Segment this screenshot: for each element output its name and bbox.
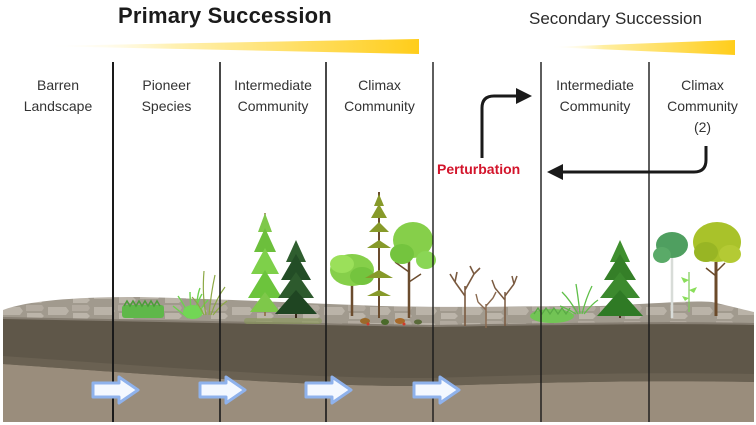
stage-label-climax-community-2: Climax Community (2) xyxy=(649,75,756,138)
stage-label-line: Community xyxy=(237,98,309,114)
stage-label-pioneer-species: Pioneer Species xyxy=(113,75,220,117)
stage-label-line: Barren xyxy=(36,77,80,93)
climax-2-to-perturbation-arrow xyxy=(547,146,708,180)
stage-label-climax-community: Climax Community xyxy=(326,75,433,117)
ground-litter xyxy=(244,318,322,324)
stage-label-line: Community xyxy=(559,98,631,114)
stage-label-line: Landscape xyxy=(23,98,93,114)
bare-tree xyxy=(491,275,518,326)
stage-label-line: Species xyxy=(141,98,192,114)
stage-label-line: Climax xyxy=(681,77,724,93)
perturbation-to-intermediate-arrow xyxy=(480,88,532,158)
progress-arrow-2 xyxy=(198,375,247,405)
progress-arrows xyxy=(91,375,461,405)
secondary-succession-title: Secondary Succession xyxy=(529,9,702,28)
stage-label-secondary-intermediate-community: Intermediate Community xyxy=(541,75,649,117)
deciduous-tree xyxy=(330,254,374,316)
conifer xyxy=(597,240,643,318)
topsoil-layer xyxy=(3,318,754,387)
stage-dividers xyxy=(112,62,650,422)
sapling xyxy=(681,272,697,312)
perturbation-label: Perturbation xyxy=(437,161,521,177)
progress-arrow-1 xyxy=(91,375,140,405)
secondary-succession-gradient-bar xyxy=(548,40,735,55)
stage-label-line: Community xyxy=(667,98,738,114)
stage-label-line: Intermediate xyxy=(234,77,312,93)
birch-tree xyxy=(653,232,688,318)
tall-conifer xyxy=(365,192,393,318)
tall-grass xyxy=(191,270,228,316)
stage-label-line: Intermediate xyxy=(556,77,634,93)
stage-label-intermediate-community: Intermediate Community xyxy=(220,75,326,117)
progress-arrow-4 xyxy=(412,375,461,405)
stage-label-line: Community xyxy=(344,98,415,114)
moss-patch xyxy=(122,299,164,318)
primary-succession-title: Primary Succession xyxy=(118,3,332,28)
topsoil-band xyxy=(3,356,754,387)
deciduous-tree xyxy=(693,222,741,316)
stage-label-barren-landscape: Barren Landscape xyxy=(3,75,113,117)
stage-label-line: Climax xyxy=(358,77,401,93)
progress-arrow-3 xyxy=(304,375,353,405)
forest-floor-litter xyxy=(360,318,422,326)
stage-label-line: (2) xyxy=(693,119,712,135)
dark-conifer xyxy=(275,240,317,318)
deciduous-tree xyxy=(390,222,436,318)
stage-label-line: Pioneer xyxy=(142,77,191,93)
light-conifer xyxy=(248,213,282,316)
vegetation xyxy=(122,192,741,328)
bare-tree xyxy=(475,291,497,328)
arrowhead-left-icon xyxy=(547,164,563,180)
primary-succession-gradient-bar xyxy=(40,39,419,54)
bare-tree xyxy=(449,265,481,326)
grass-clump xyxy=(559,283,599,315)
arrowhead-right-icon xyxy=(516,88,532,104)
